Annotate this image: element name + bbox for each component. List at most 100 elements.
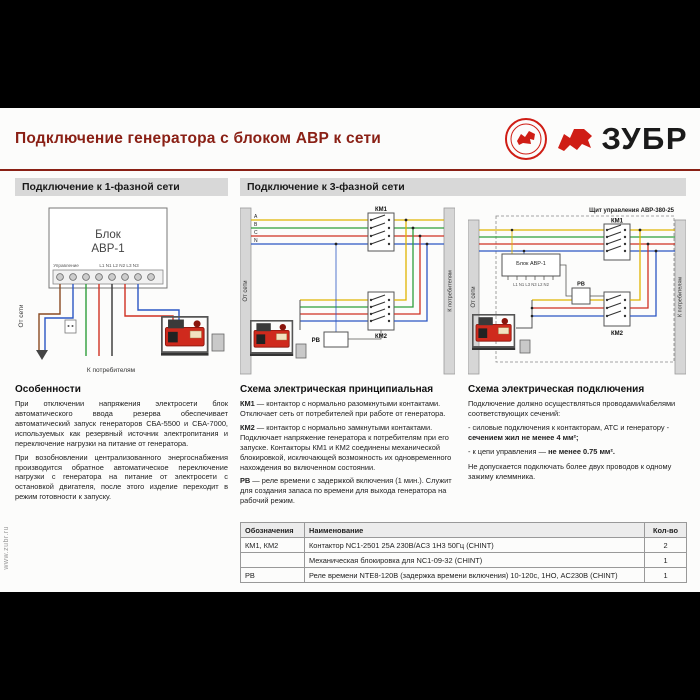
- transfer-box-icon: [211, 333, 225, 352]
- avr-terminals-label: L1 N1 L3 N3 L2 N2: [513, 282, 550, 287]
- connection-note: Не допускается подключать более двух про…: [468, 461, 672, 481]
- page-title: Подключение генератора с блоком АВР к се…: [15, 130, 381, 147]
- consumers-bus-bar: [674, 219, 686, 375]
- control-terminals-label: Управление: [53, 263, 79, 268]
- control-connector-icon: [64, 319, 77, 334]
- avr-block: Блок АВР-1 Управление L1 N1 L2 N2 L3 N3: [48, 207, 168, 289]
- connection-scheme-diagram: Щит управления АВР-380-25 От сети К потр…: [468, 208, 686, 375]
- junction-dots: [638, 228, 658, 253]
- features-paragraph-1: При отключении напряжения электросети бл…: [15, 399, 228, 448]
- to-consumers-label: К потребителям: [448, 270, 454, 312]
- transfer-box-icon: [519, 339, 531, 354]
- power-terminals-label: L1 N1 L2 N2 L3 N3: [99, 263, 139, 268]
- parts-table: Обозначения Наименование Кол-во КМ1, КМ2…: [240, 522, 687, 583]
- single-phase-wiring-diagram: Блок АВР-1 Управление L1 N1 L2 N2 L3 N3 …: [18, 207, 225, 374]
- pb-time-relay: РВ: [560, 264, 604, 305]
- cell-name: Механическая блокировка для NC1-09-32 (C…: [304, 552, 645, 568]
- award-stamp-icon: [504, 118, 547, 160]
- km2-label: КМ2: [611, 331, 624, 337]
- cell-designation: [240, 552, 305, 568]
- avr-block-title: Блок: [95, 229, 122, 241]
- km1-definition: КМ1— контактор с нормально разомкнутыми …: [240, 399, 446, 418]
- avr-block-subtitle: АВР-1: [91, 243, 124, 255]
- km2-definition: КМ2— контактор с нормально замкнутыми ко…: [240, 422, 452, 472]
- section-header-single-phase: Подключение к 1-фазной сети: [15, 178, 228, 196]
- features-title: Особенности: [15, 384, 81, 395]
- svg-text:А: А: [254, 214, 258, 220]
- to-consumers-label: К потребителям: [87, 366, 136, 374]
- km1-label: КМ1: [611, 219, 624, 225]
- generator-icon: [161, 316, 209, 356]
- connection-intro: Подключение должно осуществляться провод…: [468, 399, 676, 418]
- consumers-bus-bar: [443, 207, 455, 375]
- header-designation: Обозначения: [240, 522, 305, 538]
- cell-qty: 1: [644, 552, 687, 568]
- transfer-box-icon: [295, 343, 307, 359]
- control-panel-outline: [495, 215, 675, 363]
- cell-qty: 1: [644, 567, 687, 583]
- pb-definition: РВ— реле времени с задержкой включения (…: [240, 476, 452, 506]
- pb-label: РВ: [577, 282, 585, 288]
- cell-name: Контактор NC1-2501 25A 230В/AC3 1Н3 50Гц…: [304, 537, 645, 553]
- mains-bus-bar: [240, 207, 252, 375]
- km2-term: КМ2: [240, 422, 255, 432]
- cell-designation: КМ1, КМ2: [240, 537, 305, 553]
- avr-block: Блок АВР-1 L1 N1 L3 N3 L2 N2: [501, 228, 561, 287]
- km2-contactor: КМ2: [603, 291, 631, 337]
- schematic-title: Схема электрическая принципиальная: [240, 384, 434, 395]
- panel-title: Щит управления АВР-380-25: [589, 208, 675, 214]
- phase-labels: А В С N: [254, 214, 258, 244]
- generator-wires: [516, 299, 604, 329]
- table-row: РВ Реле времени NTE8-120В (задержка врем…: [240, 567, 687, 583]
- document-page: Подключение генератора с блоком АВР к се…: [0, 108, 700, 592]
- features-paragraph-2: При возобновлении централизованного энер…: [15, 452, 228, 502]
- supply-arrow-icon: [36, 350, 48, 360]
- svg-text:N: N: [254, 238, 258, 244]
- wiring: [38, 284, 180, 356]
- section-header-three-phase: Подключение к 3-фазной сети: [240, 178, 686, 196]
- connection-title: Схема электрическая подключения: [468, 384, 645, 395]
- pb-label: РВ: [312, 338, 321, 344]
- generator-icon: [472, 314, 516, 350]
- mains-wires: [251, 219, 444, 245]
- km2-output-wires: [630, 230, 657, 317]
- table-row: КМ1, КМ2 Контактор NC1-2501 25A 230В/AC3…: [240, 537, 687, 553]
- pb-time-relay: РВ: [312, 242, 382, 348]
- km2-output-wires: [394, 220, 428, 322]
- km1-term: КМ1: [240, 399, 255, 408]
- cell-designation: РВ: [240, 567, 305, 583]
- table-header-row: Обозначения Наименование Кол-во: [240, 522, 687, 538]
- brand-name: ЗУБР: [601, 121, 688, 156]
- connection-description-section: Схема электрическая подключения Подключе…: [468, 384, 686, 485]
- generator-icon: [250, 320, 294, 356]
- from-net-label: От сети: [18, 304, 25, 327]
- avr-block-label: Блок АВР-1: [516, 261, 546, 267]
- generator-wires: [299, 299, 368, 330]
- header-name: Наименование: [304, 522, 645, 538]
- schematic-description-section: Схема электрическая принципиальная КМ1— …: [240, 384, 455, 510]
- header-divider: [0, 169, 700, 171]
- connection-bullet-1: - силовые подключения к контакторам, АТС…: [468, 422, 670, 442]
- from-net-label: От сети: [243, 280, 249, 301]
- cell-qty: 2: [644, 537, 687, 553]
- header-qty: Кол-во: [644, 522, 687, 538]
- pb-term: РВ: [240, 476, 251, 486]
- cell-name: Реле времени NTE8-120В (задержка времени…: [304, 567, 645, 583]
- to-consumers-label: К потребителям: [678, 277, 684, 317]
- from-net-label: От сети: [471, 286, 477, 307]
- km1-label: КМ1: [375, 207, 388, 213]
- svg-text:В: В: [254, 222, 258, 228]
- junction-dots: [404, 218, 429, 246]
- features-section: Особенности При отключении напряжения эл…: [15, 384, 228, 506]
- brand-block: ЗУБР: [504, 116, 688, 162]
- junction-dots-gen: [530, 306, 534, 318]
- mains-wires: [479, 229, 675, 252]
- km1-contactor: КМ1: [367, 207, 395, 252]
- table-row: Механическая блокировка для NC1-09-32 (C…: [240, 552, 687, 568]
- svg-text:С: С: [254, 230, 258, 236]
- three-phase-schematic-diagram: От сети К потребителям А В С N КМ1: [240, 207, 455, 375]
- connection-bullet-2: - к цепи управления — не менее 0.75 мм².: [468, 446, 615, 456]
- website-watermark: www.zubr.ru: [3, 526, 10, 570]
- mains-bus-bar: [468, 219, 480, 375]
- terminal-strip: [56, 273, 155, 281]
